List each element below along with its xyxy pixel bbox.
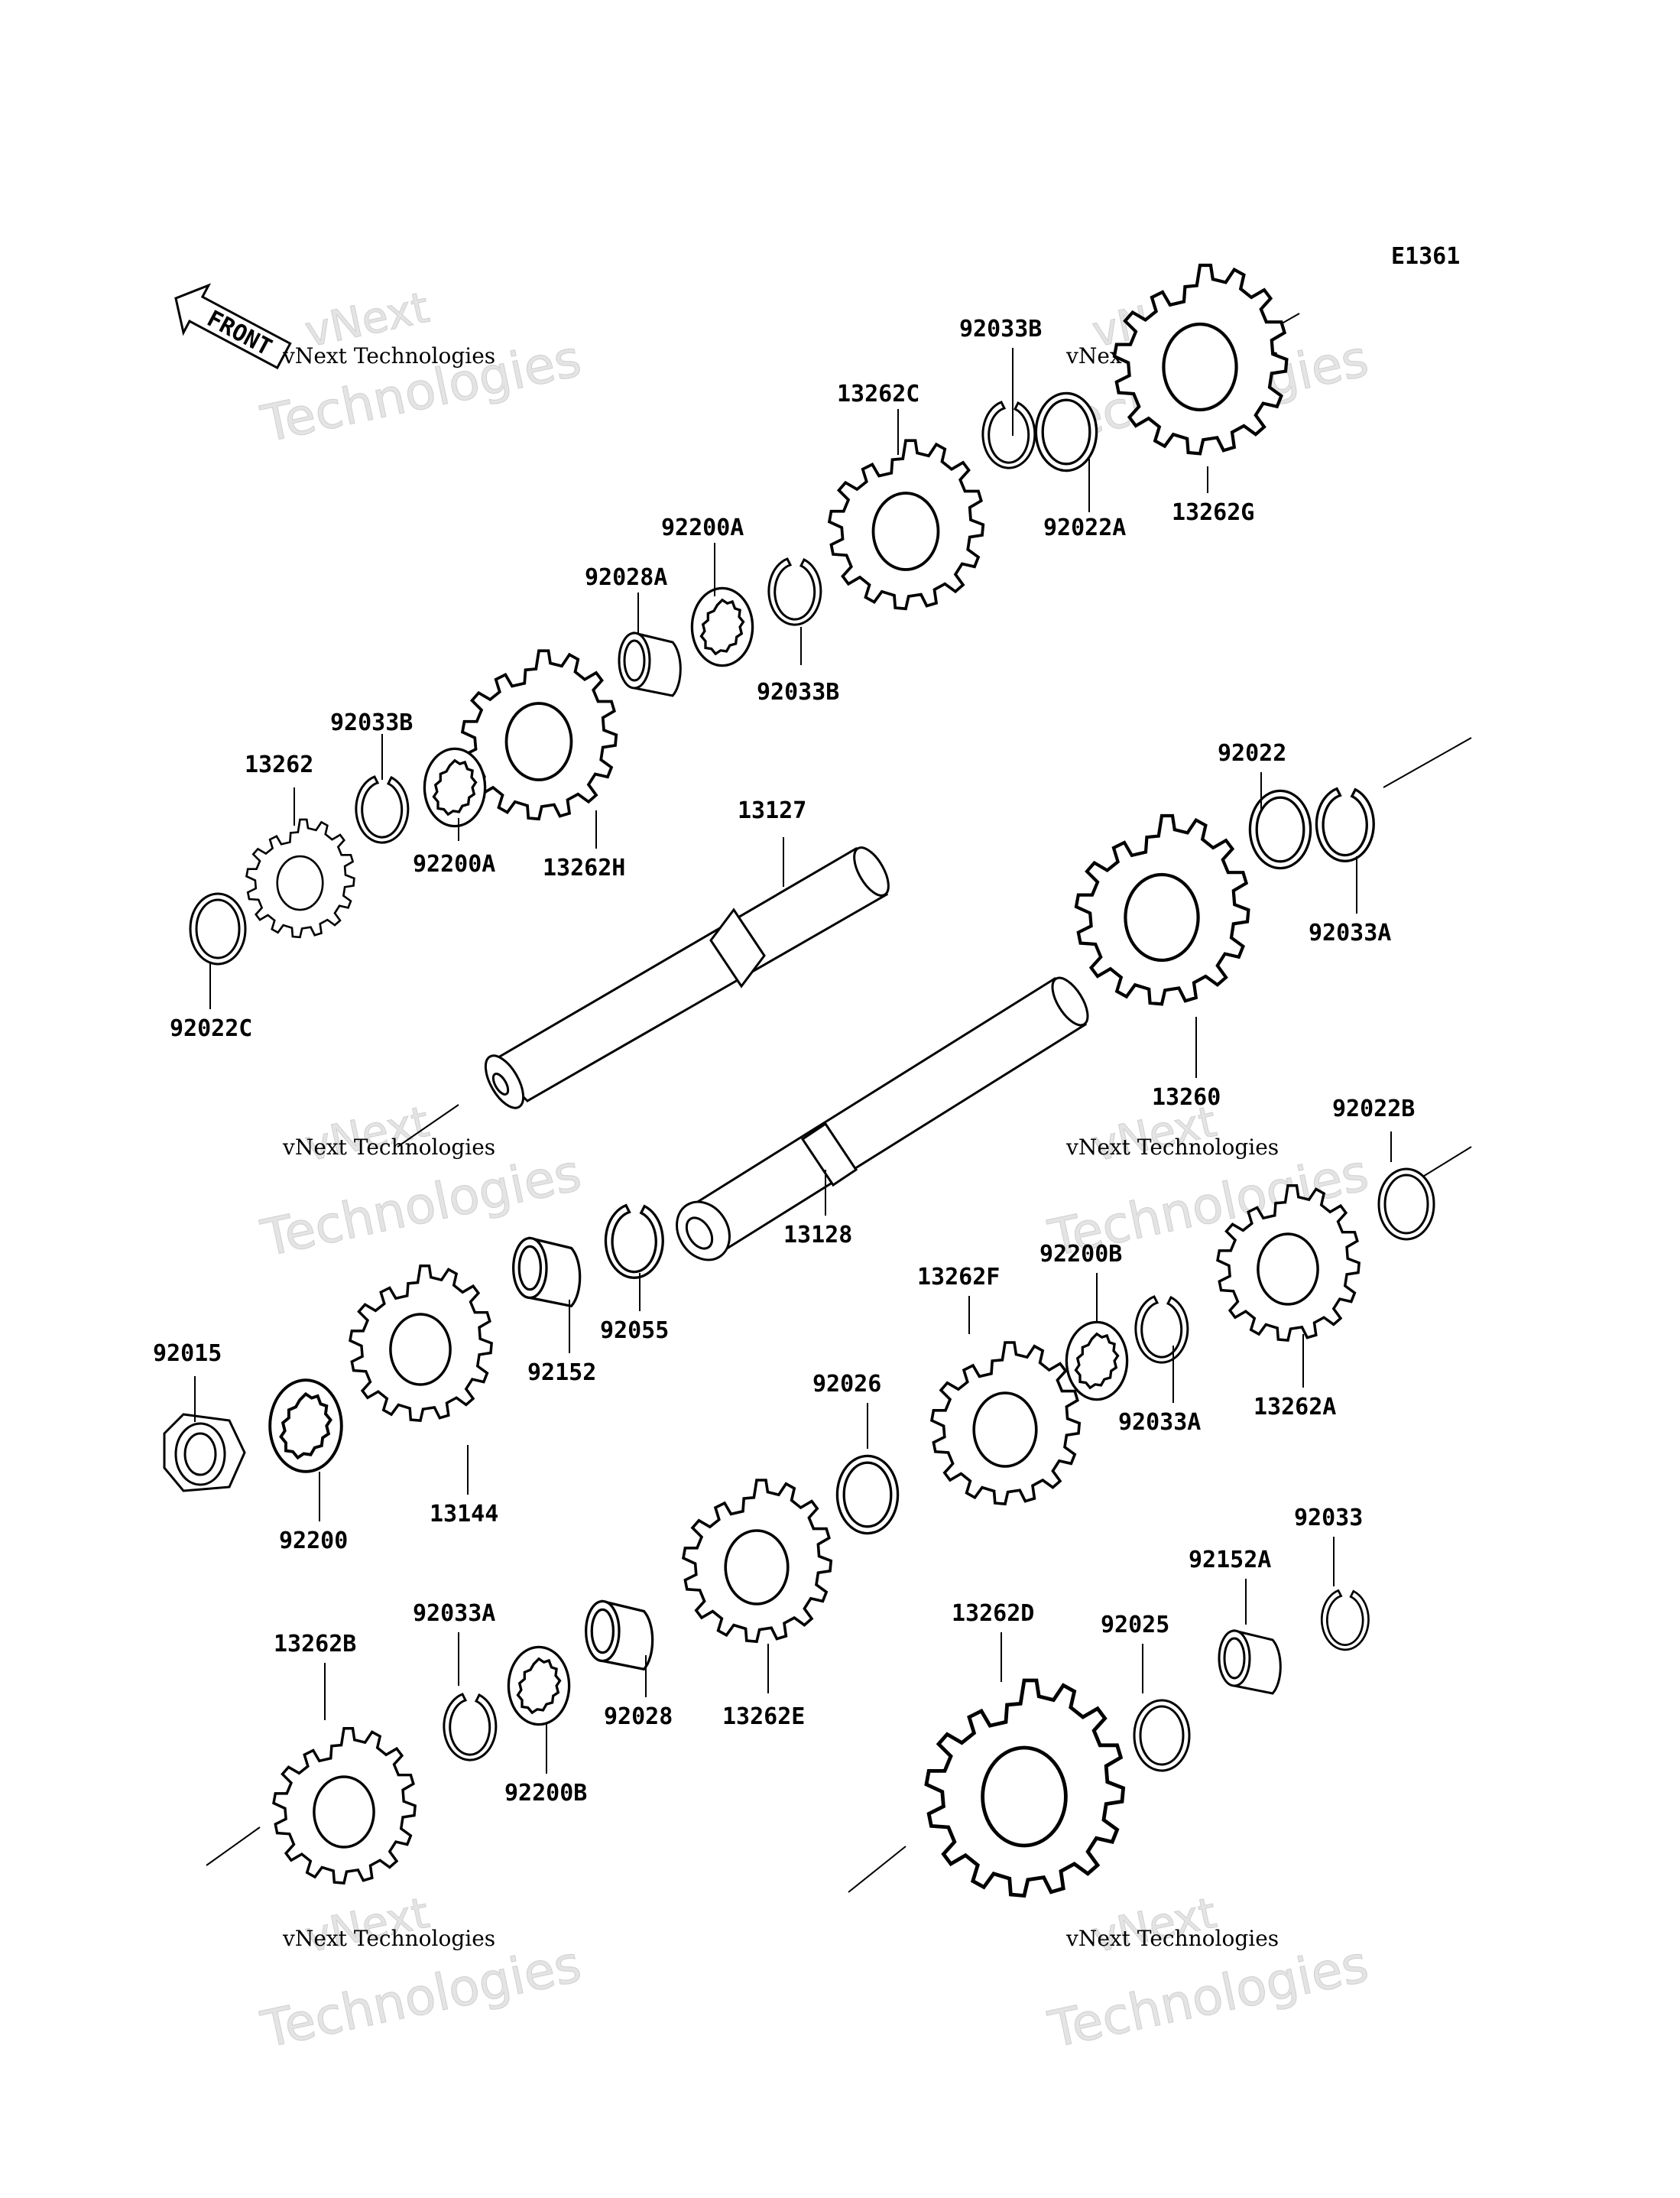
part-labels: 13262G 92033B 92022A 13262C 92200A 92028… [153,316,1415,1807]
part-label: 92200B [504,1780,587,1807]
front-label: FRONT [203,305,276,361]
svg-text:vNext Technologies: vNext Technologies [282,343,495,368]
washer-92022C [189,892,247,966]
bearing-92152 [511,1236,582,1308]
washer-92200 [270,1380,342,1472]
circlip-92033 [1320,1589,1370,1651]
part-label: 92028 [604,1703,673,1730]
nut-92015 [163,1413,246,1492]
shaft-13128 [676,976,1089,1261]
leader-lines [194,348,1392,1774]
part-label: 92022C [170,1015,252,1042]
part-label: 13262H [543,855,625,881]
ring-92022 [1248,789,1312,870]
part-label: 13262G [1172,499,1254,526]
part-label: 13262C [837,381,919,407]
washer-92200A-1 [690,586,754,667]
part-label: 92022 [1218,740,1286,767]
part-label: 92152 [527,1359,596,1386]
part-label: 92025 [1101,1612,1169,1638]
part-label: 13262A [1254,1394,1336,1420]
part-label: 92026 [812,1371,881,1398]
part-label: 13262B [274,1631,356,1657]
gear-13262F [932,1343,1079,1504]
part-label: 92033B [959,316,1042,343]
part-label: 92033A [1309,920,1391,946]
gear-13262C [829,440,983,609]
circlip-92055 [604,1203,665,1280]
part-label: 92022B [1332,1096,1415,1122]
part-label: 13144 [430,1501,498,1528]
svg-text:vNext Technologies: vNext Technologies [1065,1926,1279,1951]
ring-92022A [1034,391,1098,472]
part-label: 13127 [738,797,806,824]
gear-13262B [272,1726,417,1885]
sprocket-13144 [350,1266,491,1420]
part-label: 92033B [330,709,413,736]
ring-92025 [1133,1699,1191,1772]
part-label: 13262D [952,1600,1034,1627]
ring-92026 [835,1454,900,1535]
part-label: 92028A [585,564,667,591]
svg-text:Technologies: Technologies [256,1934,586,2060]
part-label: 92152A [1189,1547,1271,1573]
svg-text:vNext Technologies: vNext Technologies [1065,1135,1279,1160]
gear-13262 [245,818,355,939]
washer-92200B-2 [507,1645,571,1726]
shaft-13127 [484,846,890,1109]
bearing-92152A [1218,1629,1283,1695]
circlip-92033B-2 [767,557,822,626]
gear-13260 [1076,816,1248,1004]
part-label: 92200B [1039,1241,1122,1268]
part-label: 92033 [1294,1505,1363,1531]
part-label: 13262 [245,752,313,778]
part-label: 92033A [1118,1409,1201,1436]
gear-13262D [926,1680,1124,1896]
front-arrow-icon: FRONT [174,283,292,370]
part-label: 92033A [413,1600,495,1627]
part-label: 13260 [1152,1084,1221,1111]
part-label: 92055 [600,1317,669,1344]
part-label: 92015 [153,1340,222,1367]
circlip-92033A-1 [1315,787,1376,863]
part-label: 92033B [757,679,839,706]
part-label: 92200A [413,851,495,878]
part-label: 13262F [917,1264,1000,1291]
part-label: 92200A [661,515,744,541]
circlip-92033B-3 [355,775,410,844]
bearing-92028A [618,631,683,697]
washer-92200B-1 [1065,1320,1129,1401]
circlip-92033B-1 [981,401,1036,469]
bearing-92028 [586,1602,653,1670]
circlip-92033A-2 [1134,1295,1189,1364]
part-label: 13128 [783,1222,852,1248]
svg-text:vNext Technologies: vNext Technologies [282,1135,495,1160]
part-label: 13262E [722,1703,805,1730]
diagram-code: E1361 [1391,243,1460,270]
circlip-92033A-3 [443,1693,498,1761]
part-label: 92022A [1043,515,1126,541]
svg-text:Technologies: Technologies [1043,1934,1374,2060]
gear-13262E [683,1480,831,1641]
svg-text:vNext Technologies: vNext Technologies [282,1926,495,1951]
part-label: 92200 [279,1528,348,1554]
ring-92022B [1377,1167,1435,1241]
washer-92200A-2 [423,747,487,828]
